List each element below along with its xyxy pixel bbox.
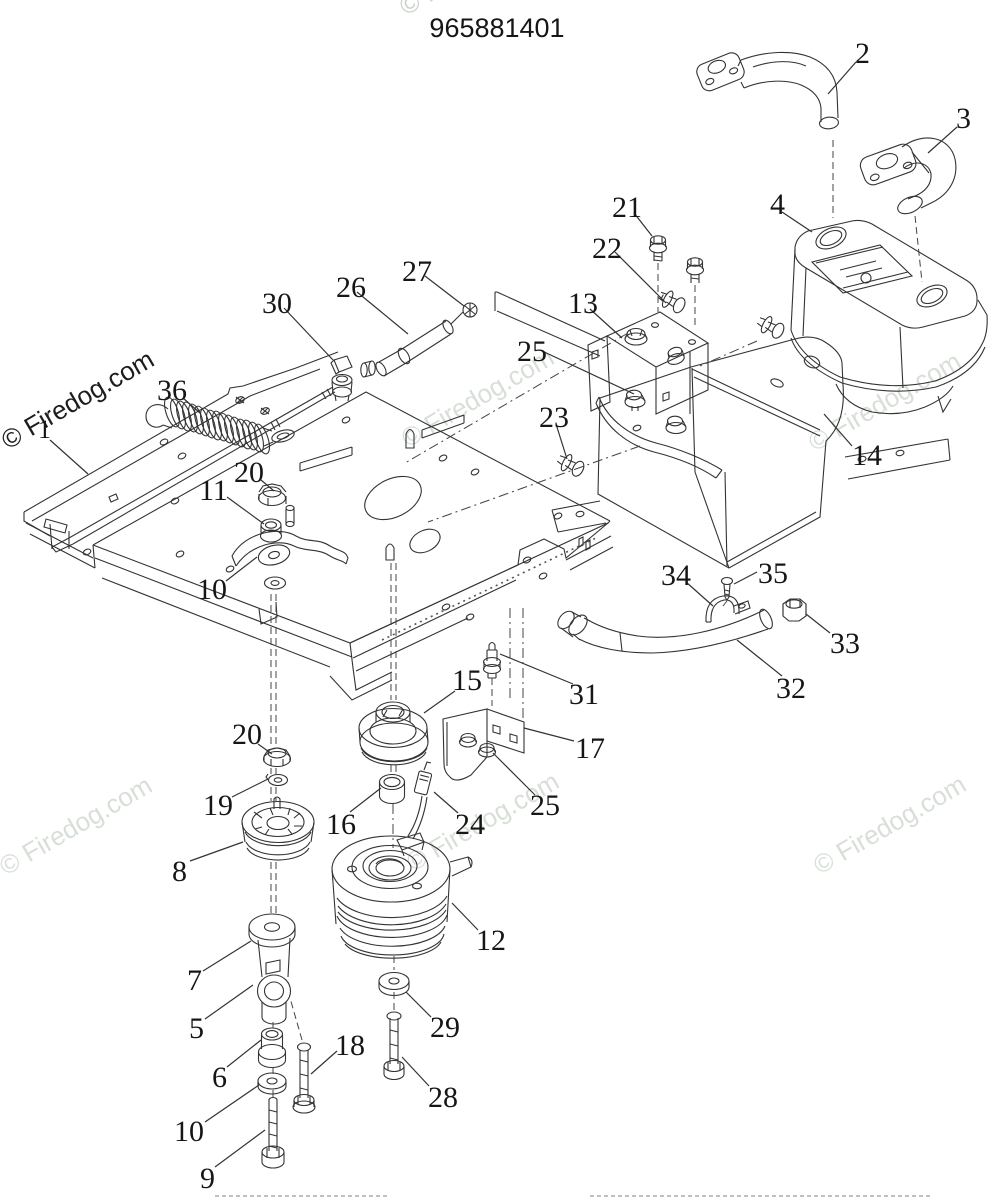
svg-text:16: 16 [326,808,356,841]
svg-text:9: 9 [200,1162,215,1195]
svg-text:33: 33 [830,627,860,660]
svg-text:2: 2 [855,37,870,70]
svg-text:6: 6 [212,1061,227,1094]
svg-text:15: 15 [452,664,482,697]
svg-text:34: 34 [661,559,691,592]
svg-text:10: 10 [174,1115,204,1148]
svg-text:11: 11 [199,474,228,507]
svg-text:13: 13 [568,287,598,320]
svg-text:23: 23 [539,401,569,434]
svg-text:22: 22 [592,232,622,265]
svg-text:20: 20 [234,456,264,489]
svg-text:14: 14 [852,439,882,472]
svg-text:35: 35 [758,557,788,590]
svg-text:18: 18 [335,1029,365,1062]
svg-text:17: 17 [575,732,605,765]
svg-text:8: 8 [172,855,187,888]
svg-text:31: 31 [569,678,599,711]
svg-text:19: 19 [203,789,233,822]
svg-text:© Firedog.com: © Firedog.com [0,770,157,881]
svg-text:29: 29 [430,1011,460,1044]
svg-text:4: 4 [770,188,785,221]
svg-text:24: 24 [455,808,485,841]
svg-text:1: 1 [38,415,51,444]
svg-text:27: 27 [402,255,432,288]
svg-text:32: 32 [776,672,806,705]
svg-text:© Firedog.com: © Firedog.com [0,344,159,455]
svg-text:36: 36 [157,374,187,407]
svg-text:3: 3 [956,102,971,135]
svg-text:25: 25 [530,789,560,822]
svg-text:25: 25 [517,335,547,368]
svg-text:21: 21 [612,191,642,224]
svg-text:26: 26 [336,271,366,304]
svg-text:10: 10 [197,573,227,606]
svg-text:7: 7 [187,964,202,997]
svg-text:20: 20 [232,718,262,751]
svg-text:965881401: 965881401 [429,13,564,43]
svg-text:5: 5 [189,1012,204,1045]
svg-text:28: 28 [428,1081,458,1114]
svg-text:30: 30 [262,287,292,320]
svg-text:12: 12 [476,924,506,957]
svg-text:© Firedog.com: © Firedog.com [808,769,971,880]
